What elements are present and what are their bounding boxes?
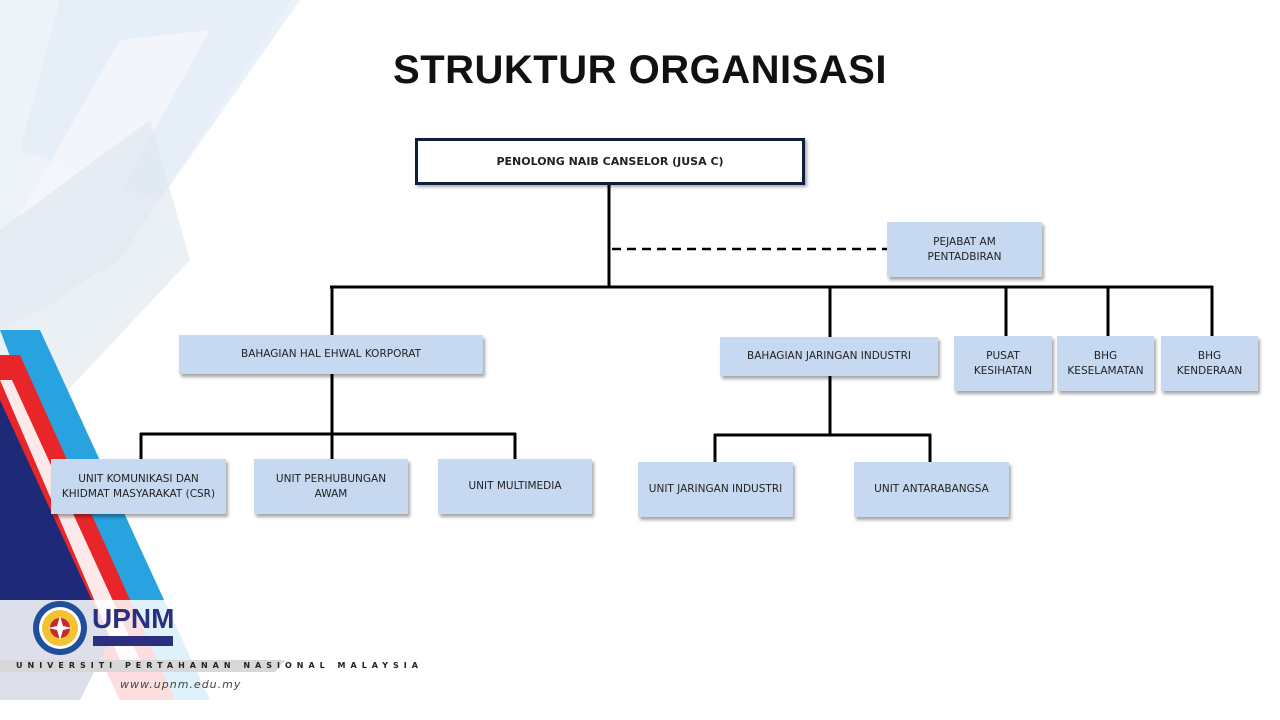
page-title: STRUKTUR ORGANISASI [393,48,887,92]
upnm-crest-logo [33,601,87,655]
box-pusat-kesihatan: PUSAT KESIHATAN [954,336,1052,391]
box-unit-komunikasi-csr: UNIT KOMUNIKASI DAN KHIDMAT MASYARAKAT (… [51,459,226,514]
box-unit-antarabangsa: UNIT ANTARABANGSA [854,462,1009,517]
box-unit-perhubungan-awam: UNIT PERHUBUNGAN AWAM [254,459,408,514]
box-pejabat-am-pentadbiran: PEJABAT AM PENTADBIRAN [887,222,1042,277]
box-unit-multimedia: UNIT MULTIMEDIA [438,459,592,514]
university-name: UNIVERSITI PERTAHANAN NASIONAL MALAYSIA [16,661,423,670]
upnm-wordmark: UPNM [92,603,175,634]
box-unit-jaringan-industri: UNIT JARINGAN INDUSTRI [638,462,793,517]
box-bhg-keselamatan: BHG KESELAMATAN [1057,336,1154,391]
box-penolong-naib-canselor: PENOLONG NAIB CANSELOR (JUSA C) [415,138,805,185]
box-bahagian-jaringan-industri: BAHAGIAN JARINGAN INDUSTRI [720,337,938,376]
wordmark-underline [93,636,173,646]
box-bahagian-hal-ehwal-korporat: BAHAGIAN HAL EHWAL KORPORAT [179,335,483,374]
website-url: www.upnm.edu.my [120,678,242,691]
box-bhg-kenderaan: BHG KENDERAAN [1161,336,1258,391]
